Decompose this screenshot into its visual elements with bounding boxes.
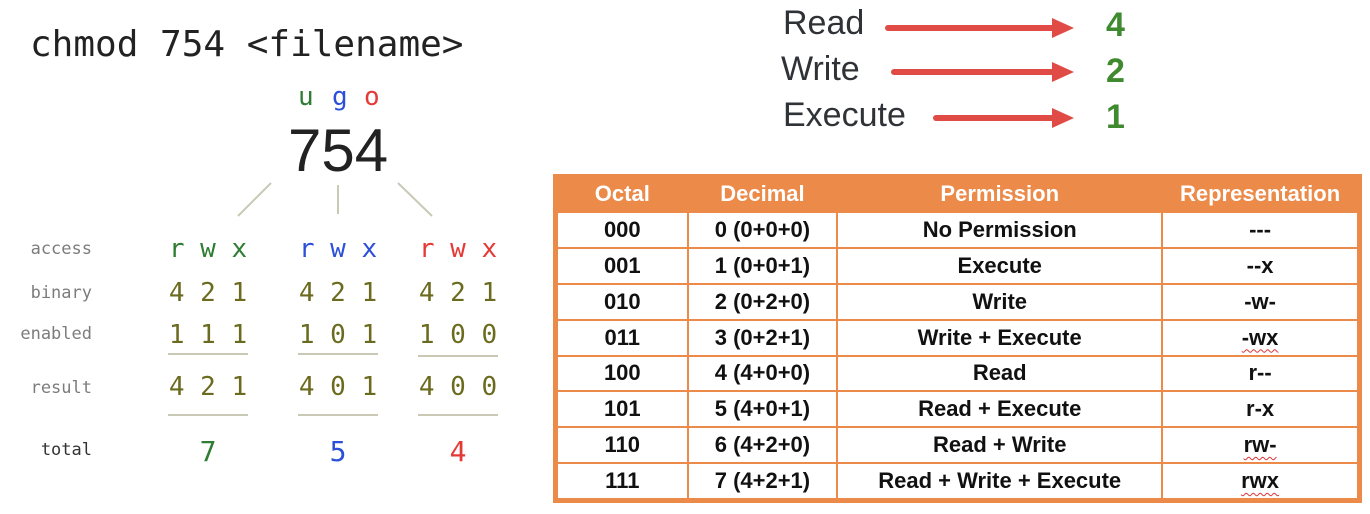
user-divider-bottom: [168, 414, 248, 416]
group-enabled-bits: 1 0 1: [298, 320, 378, 350]
other-access-bits: r w x: [418, 234, 498, 264]
cell-permission: Read + Execute: [836, 390, 1164, 429]
other-divider-top: [418, 355, 498, 357]
table-header-row: Octal Decimal Permission Representation: [557, 177, 1358, 212]
arrow-read-icon: [885, 18, 1074, 38]
user-binary-weights: 4 2 1: [168, 278, 248, 308]
permissions-table: Octal Decimal Permission Representation …: [553, 174, 1362, 503]
legend-execute-label: Execute: [783, 96, 906, 134]
cell-octal: 101: [556, 390, 689, 429]
group-divider-top: [298, 353, 378, 355]
other-divider-bottom: [418, 414, 498, 416]
cell-representation: ---: [1161, 211, 1359, 249]
cell-representation: -wx: [1161, 318, 1359, 357]
row-label-binary: binary: [30, 283, 92, 303]
cell-representation: rwx: [1161, 462, 1359, 500]
table-row: 111 7 (4+2+1) Read + Write + Execute rwx: [556, 462, 1359, 500]
legend-write-value: 2: [1106, 52, 1125, 90]
cell-permission: Read + Write + Execute: [836, 462, 1164, 500]
table-row: 001 1 (0+0+1) Execute --x: [556, 246, 1359, 285]
legend-execute-value: 1: [1106, 98, 1125, 136]
cell-decimal: 0 (0+0+0): [686, 211, 839, 249]
cell-permission: No Permission: [836, 211, 1164, 249]
ugo-group-letter: g: [332, 82, 348, 112]
cell-decimal: 1 (0+0+1): [686, 246, 839, 285]
cell-decimal: 7 (4+2+1): [686, 462, 839, 500]
cell-decimal: 6 (4+2+0): [686, 426, 839, 465]
user-enabled-bits: 1 1 1: [168, 320, 248, 350]
cell-decimal: 2 (0+2+0): [686, 282, 839, 321]
cell-representation: rw-: [1161, 426, 1359, 465]
chmod-command: chmod 754 <filename>: [30, 24, 464, 65]
cell-representation: r-x: [1161, 390, 1359, 429]
header-permission: Permission: [837, 177, 1163, 212]
cell-permission: Read: [836, 354, 1164, 393]
group-total: 5: [329, 435, 347, 468]
group-access-bits: r w x: [298, 234, 378, 264]
cell-decimal: 4 (4+0+0): [686, 354, 839, 393]
cell-octal: 011: [556, 318, 689, 357]
representation-text: -wx: [1241, 324, 1279, 350]
cell-octal: 100: [556, 354, 689, 393]
representation-text: rwx: [1241, 468, 1280, 494]
cell-representation: -w-: [1161, 282, 1359, 321]
legend-read-value: 4: [1106, 6, 1125, 44]
octal-number: 754: [288, 117, 389, 184]
header-representation: Representation: [1162, 177, 1358, 212]
table-row: 010 2 (0+2+0) Write -w-: [556, 282, 1359, 321]
cell-octal: 000: [556, 211, 689, 249]
table-row: 110 6 (4+2+0) Read + Write rw-: [556, 426, 1359, 465]
user-divider-top: [168, 353, 248, 355]
cell-decimal: 5 (4+0+1): [686, 390, 839, 429]
ugo-user-letter: u: [298, 82, 314, 112]
cell-representation: r--: [1161, 354, 1359, 393]
user-total: 7: [199, 435, 217, 468]
group-divider-bottom: [298, 414, 378, 416]
row-label-access: access: [30, 239, 92, 259]
row-label-result: result: [30, 378, 92, 398]
user-result-values: 4 2 1: [168, 372, 248, 402]
branch-line-user: [237, 182, 272, 217]
other-total: 4: [449, 435, 467, 468]
header-decimal: Decimal: [687, 177, 838, 212]
arrow-execute-icon: [933, 108, 1074, 128]
user-access-bits: r w x: [168, 234, 248, 264]
cell-octal: 010: [556, 282, 689, 321]
cell-permission: Execute: [836, 246, 1164, 285]
ugo-other-letter: o: [364, 82, 380, 112]
cell-decimal: 3 (0+2+1): [686, 318, 839, 357]
cell-octal: 111: [556, 462, 689, 500]
cell-permission: Write + Execute: [836, 318, 1164, 357]
row-label-total: total: [40, 440, 92, 460]
arrow-write-icon: [891, 62, 1074, 82]
other-result-values: 4 0 0: [418, 372, 498, 402]
group-result-values: 4 0 1: [298, 372, 378, 402]
table-row: 101 5 (4+0+1) Read + Execute r-x: [556, 390, 1359, 429]
cell-permission: Read + Write: [836, 426, 1164, 465]
legend-write-label: Write: [781, 50, 860, 88]
row-label-enabled: enabled: [20, 324, 92, 344]
table-row: 100 4 (4+0+0) Read r--: [556, 354, 1359, 393]
other-enabled-bits: 1 0 0: [418, 320, 498, 350]
representation-text: rw-: [1243, 432, 1277, 458]
cell-octal: 110: [556, 426, 689, 465]
cell-octal: 001: [556, 246, 689, 285]
branch-lines: [237, 182, 433, 217]
table-row: 000 0 (0+0+0) No Permission ---: [556, 211, 1359, 249]
branch-line-other: [397, 182, 433, 217]
group-binary-weights: 4 2 1: [298, 278, 378, 308]
table-row: 011 3 (0+2+1) Write + Execute -wx: [556, 318, 1359, 357]
cell-permission: Write: [836, 282, 1164, 321]
header-octal: Octal: [557, 177, 688, 212]
other-binary-weights: 4 2 1: [418, 278, 498, 308]
legend-read-label: Read: [783, 4, 865, 42]
cell-representation: --x: [1161, 246, 1359, 285]
legend-arrows: [885, 18, 1074, 128]
